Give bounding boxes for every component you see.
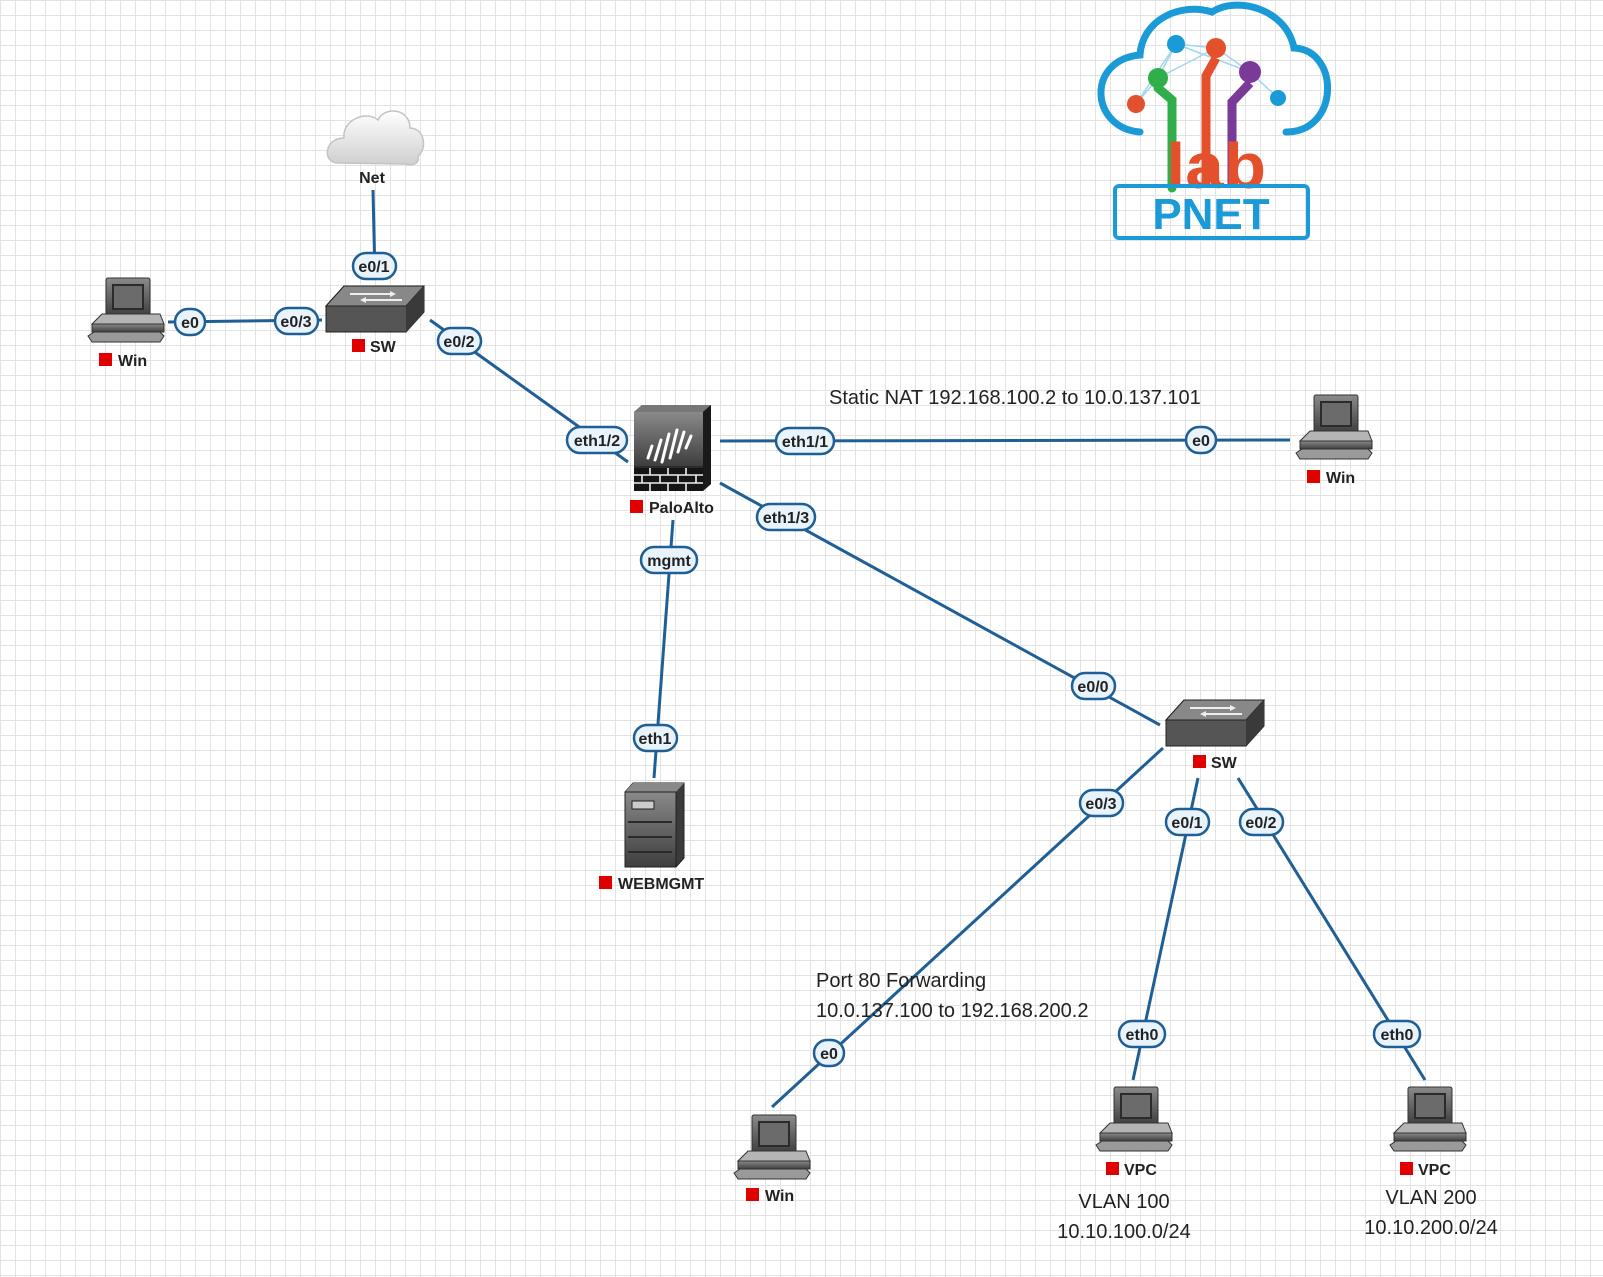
port-label[interactable]: eth1/1 (774, 426, 836, 456)
pc-icon (1095, 1086, 1173, 1152)
status-indicator (599, 876, 612, 889)
port-label[interactable]: e0 (1184, 425, 1218, 455)
port-text: e0 (820, 1046, 838, 1063)
port-label[interactable]: e0/0 (1070, 671, 1117, 701)
port-text: eth1/3 (763, 510, 809, 527)
pc-icon (1389, 1086, 1467, 1152)
port-label[interactable]: e0 (812, 1038, 846, 1068)
port-label[interactable]: e0/1 (351, 251, 398, 281)
net-cloud-node[interactable]: Net (326, 110, 425, 187)
status-indicator (746, 1188, 759, 1201)
status-indicator (99, 353, 112, 366)
port-text: eth1 (639, 731, 672, 748)
logo-lab-text: lab (1166, 130, 1266, 202)
logo-pnet-text: PNET (1152, 190, 1269, 239)
port-label[interactable]: eth1 (632, 723, 679, 753)
port-text: e0/1 (358, 259, 389, 276)
note-port-forwarding: Port 80 Forwarding (816, 970, 986, 992)
port-text: eth0 (1381, 1027, 1414, 1044)
status-indicator (352, 339, 365, 352)
note-vlan200: VLAN 200 (1385, 1187, 1476, 1209)
port-label[interactable]: e0/2 (1238, 807, 1285, 837)
status-indicator (1400, 1162, 1413, 1175)
status-indicator (1106, 1162, 1119, 1175)
port-label[interactable]: eth1/3 (755, 502, 817, 532)
port-text: e0/0 (1077, 679, 1108, 696)
webmgmt-node[interactable]: WEBMGMT (599, 782, 704, 893)
server-icon (624, 782, 685, 868)
port-text: eth0 (1126, 1027, 1159, 1044)
note-port-forwarding-detail: 10.0.137.100 to 192.168.200.2 (816, 1000, 1088, 1022)
win-right-node[interactable]: Win (1295, 394, 1373, 487)
port-label[interactable]: eth0 (1372, 1019, 1422, 1049)
vpc1-label: VPC (1124, 1162, 1157, 1179)
status-indicator (630, 500, 643, 513)
pnetlab-logo: lab PNET (1097, 1, 1331, 240)
port-label[interactable]: e0 (173, 307, 207, 337)
switch-top-label: SW (370, 339, 397, 356)
win-bottom-node[interactable]: Win (733, 1114, 811, 1205)
note-vlan200-subnet: 10.10.200.0/24 (1364, 1217, 1497, 1239)
port-text: e0/3 (1085, 796, 1116, 813)
port-label[interactable]: e0/1 (1164, 807, 1211, 837)
win-right-label: Win (1326, 470, 1355, 487)
port-label[interactable]: eth1/2 (565, 425, 629, 455)
pc-icon (87, 277, 165, 343)
port-text: e0 (181, 315, 199, 332)
status-indicator (1307, 470, 1320, 483)
port-text: e0/1 (1171, 815, 1202, 832)
vpc2-label: VPC (1418, 1162, 1451, 1179)
port-label[interactable]: mgmt (639, 545, 699, 575)
port-text: eth1/1 (782, 434, 828, 451)
win-bottom-label: Win (765, 1188, 794, 1205)
note-vlan100-subnet: 10.10.100.0/24 (1057, 1221, 1190, 1243)
pc-icon (733, 1114, 811, 1180)
firewall-icon (634, 405, 711, 491)
port-label[interactable]: e0/2 (436, 326, 483, 356)
paloalto-label: PaloAlto (649, 500, 714, 517)
port-text: e0/2 (443, 334, 474, 351)
port-label[interactable]: eth0 (1117, 1019, 1167, 1049)
paloalto-node[interactable]: PaloAlto (630, 405, 714, 517)
net-label: Net (359, 170, 385, 187)
port-text: mgmt (647, 553, 691, 570)
vpc1-node[interactable]: VPC (1095, 1086, 1173, 1179)
port-label[interactable]: e0/3 (273, 306, 320, 336)
switch-top-node[interactable]: SW (325, 285, 425, 356)
win-left-node[interactable]: Win (87, 277, 165, 370)
note-vlan100: VLAN 100 (1078, 1191, 1169, 1213)
note-static-nat: Static NAT 192.168.100.2 to 10.0.137.101 (829, 387, 1201, 409)
port-text: eth1/2 (574, 433, 620, 450)
status-indicator (1193, 755, 1206, 768)
switch-bottom-label: SW (1211, 755, 1238, 772)
port-text: e0 (1192, 433, 1210, 450)
switch-icon (325, 285, 425, 333)
vpc2-node[interactable]: VPC (1389, 1086, 1467, 1179)
win-left-label: Win (118, 353, 147, 370)
cloud-icon (326, 110, 425, 166)
switch-icon (1165, 699, 1265, 747)
pc-icon (1295, 394, 1373, 460)
switch-bottom-node[interactable]: SW (1165, 699, 1265, 772)
port-label[interactable]: e0/3 (1078, 788, 1125, 818)
port-text: e0/3 (280, 314, 311, 331)
webmgmt-label: WEBMGMT (618, 876, 704, 893)
port-text: e0/2 (1245, 815, 1276, 832)
